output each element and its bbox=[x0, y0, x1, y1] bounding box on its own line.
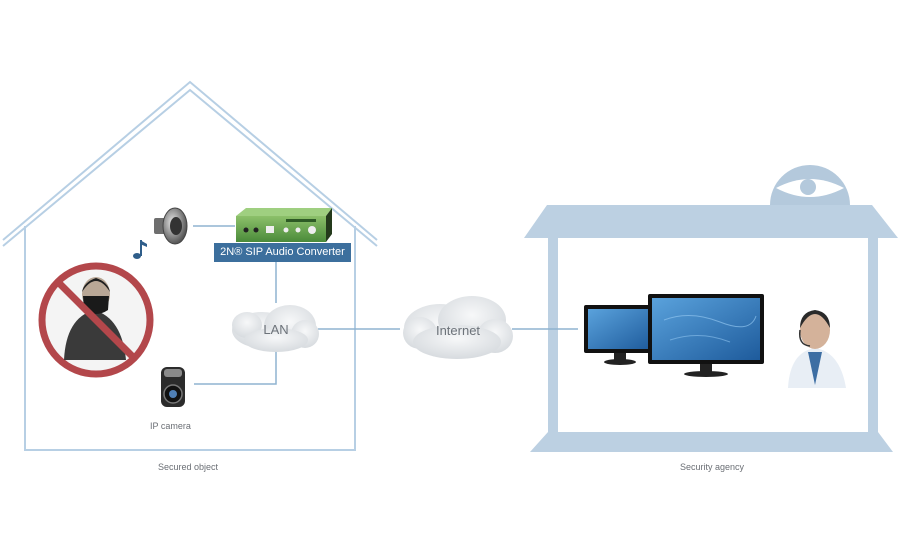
internet-cloud bbox=[403, 296, 513, 359]
ip-camera-label: IP camera bbox=[150, 421, 191, 431]
lan-cloud bbox=[232, 305, 319, 352]
security-agency-building bbox=[524, 205, 898, 452]
speaker-icon bbox=[154, 207, 188, 245]
audio-converter-device bbox=[236, 208, 332, 242]
no-intruder-icon bbox=[38, 262, 154, 378]
eye-logo-icon bbox=[770, 165, 850, 205]
ip-camera-icon bbox=[161, 367, 185, 407]
music-note-icon bbox=[133, 240, 147, 259]
connector-lines bbox=[193, 225, 578, 385]
internet-label: Internet bbox=[435, 323, 481, 338]
monitors-icon bbox=[584, 294, 764, 377]
security-agency-label: Security agency bbox=[680, 462, 745, 472]
lan-label: LAN bbox=[263, 322, 289, 337]
operator-icon bbox=[788, 310, 846, 388]
secured-object-house bbox=[2, 80, 378, 451]
audio-converter-label: 2N® SIP Audio Converter bbox=[214, 243, 351, 262]
secured-object-label: Secured object bbox=[158, 462, 219, 472]
